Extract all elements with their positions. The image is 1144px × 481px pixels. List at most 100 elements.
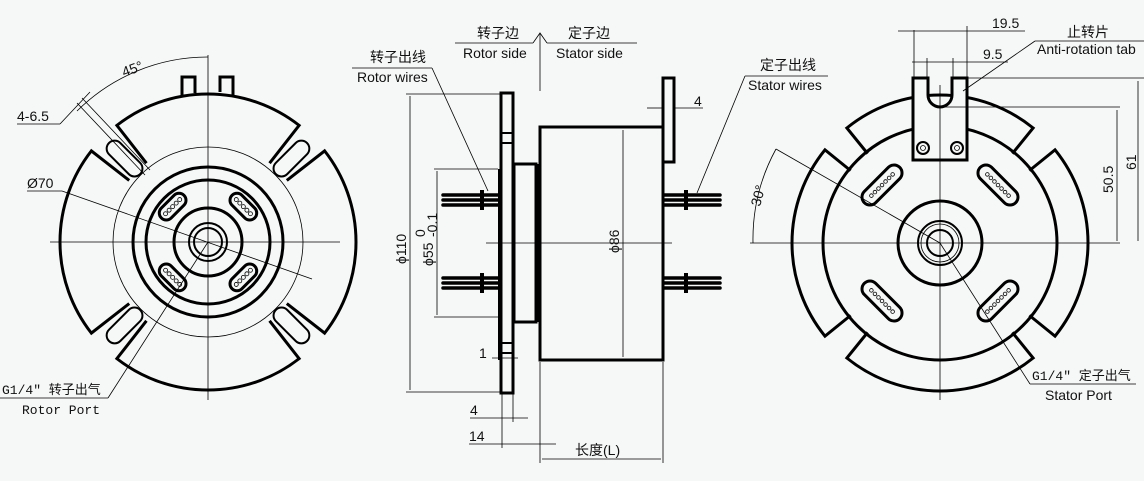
dim-1: 1 xyxy=(479,345,487,361)
stator-wires-en: Stator wires xyxy=(748,77,822,93)
stator-tab xyxy=(661,76,676,164)
wire-pin xyxy=(1006,288,1011,293)
dim-61: 61 xyxy=(1123,154,1139,170)
angle-arc xyxy=(752,148,777,244)
wire-pin xyxy=(163,211,168,217)
dim-tab-thickness: 4 xyxy=(694,93,702,109)
rotor-wire-slots xyxy=(105,139,311,345)
wire-pin xyxy=(872,189,878,195)
wire-pin xyxy=(883,302,888,307)
rotor-end-view: 45° 4-6.5 Ø70 G1/4″ 转子出气 Rotor Port xyxy=(0,55,358,418)
angle-label: 45° xyxy=(120,58,145,80)
wire-pin xyxy=(988,305,994,311)
diameter-leader xyxy=(61,190,313,280)
wire-pin xyxy=(237,278,243,284)
wire-pin xyxy=(166,207,172,213)
top-tabs xyxy=(180,75,235,95)
stator-wires-cn: 定子出线 xyxy=(760,57,816,73)
wire-clamp xyxy=(480,190,484,210)
rotor-port-cn: G1/4″ 转子出气 xyxy=(2,382,101,398)
wire-clamp xyxy=(684,190,688,210)
wire-pin xyxy=(170,274,176,280)
dim-55-tol-upper: 0 xyxy=(412,229,428,237)
wire-pin xyxy=(995,182,1001,188)
dim-50-5: 50.5 xyxy=(1100,166,1116,193)
side-view: 转子边 Rotor side 定子边 Stator side 转子出线 Roto… xyxy=(352,25,828,463)
wire-pin xyxy=(992,179,997,184)
wire-pin xyxy=(240,274,246,280)
dim-19-5: 19.5 xyxy=(992,15,1019,31)
angle-arc xyxy=(76,56,209,112)
wire-pin xyxy=(876,295,881,300)
wire-pin xyxy=(173,200,179,206)
tab-leader xyxy=(962,40,1036,92)
tab-screw xyxy=(950,141,964,155)
tab-cn: 止转片 xyxy=(1067,24,1109,40)
tab-screw xyxy=(916,141,930,155)
stator-port-leader xyxy=(939,242,1031,385)
mounting-slot xyxy=(105,139,144,178)
wire-pin xyxy=(237,200,243,206)
wire-clamp xyxy=(684,273,688,293)
wire-pin xyxy=(240,204,246,210)
wire-pin xyxy=(173,278,179,284)
wire-pin xyxy=(170,204,176,210)
mounting-slot xyxy=(272,139,311,178)
rotor-wires-en: Rotor wires xyxy=(357,69,428,85)
mounting-slot xyxy=(105,306,144,345)
length-label: 长度(L) xyxy=(575,442,620,458)
wire-pin xyxy=(869,193,874,198)
wire-pin xyxy=(879,298,885,304)
dim-4: 4 xyxy=(470,402,478,418)
wire-pin xyxy=(1006,193,1011,198)
rotor-wires-leader xyxy=(431,67,489,192)
wire-pin xyxy=(995,298,1001,304)
wire-pin xyxy=(248,267,253,273)
stator-wire-slot xyxy=(860,279,904,323)
wire-pin xyxy=(999,295,1004,300)
wire-pin xyxy=(886,175,892,181)
rotor-side-cn: 转子边 xyxy=(477,25,519,41)
hole-label: 4-6.5 xyxy=(17,108,49,124)
wire-pin xyxy=(992,302,997,307)
wire-slot xyxy=(228,191,259,222)
angle-30: 30° xyxy=(747,183,768,208)
hole-dim-line-2 xyxy=(81,97,151,171)
dim-9-5: 9.5 xyxy=(983,46,1003,62)
stator-wire-slot xyxy=(976,163,1020,207)
rotor-port-en: Rotor Port xyxy=(22,403,100,418)
stator-port-en: Stator Port xyxy=(1045,387,1112,403)
wire-pin xyxy=(163,267,168,273)
dim-55-tol-lower: -0.1 xyxy=(424,213,440,237)
wire-pin xyxy=(872,291,878,297)
wire-pin xyxy=(886,305,892,311)
stator-wire-slot xyxy=(976,279,1020,323)
wire-slot xyxy=(157,191,188,222)
wire-pin xyxy=(879,182,885,188)
wire-pin xyxy=(999,186,1004,191)
wire-pin xyxy=(233,197,239,202)
mounting-slot xyxy=(272,306,311,345)
dim-14: 14 xyxy=(469,428,485,444)
stator-side-cn: 定子边 xyxy=(568,25,610,41)
hole-leader xyxy=(59,91,91,125)
wire-pin xyxy=(1002,291,1008,297)
wire-slot xyxy=(157,262,188,293)
stator-wires-leader xyxy=(696,75,746,194)
wire-pin xyxy=(988,175,994,181)
stator-wire-slot xyxy=(860,163,904,207)
wire-slot xyxy=(228,262,259,293)
wire-pin xyxy=(883,179,888,184)
dim-110: ϕ110 xyxy=(393,234,409,264)
wire-clamp xyxy=(480,273,484,293)
rotor-side-en: Rotor side xyxy=(463,45,527,61)
wire-pin xyxy=(890,309,895,314)
wire-pin xyxy=(244,271,250,277)
rotor-wires-cn: 转子出线 xyxy=(370,49,426,65)
stator-end-view: 19.5 9.5 止转片 Anti-rotation tab 50.5 61 3… xyxy=(747,15,1144,403)
diameter-label: Ø70 xyxy=(27,175,54,191)
dim-55: ϕ55 xyxy=(420,242,436,266)
wire-pin xyxy=(876,186,881,191)
